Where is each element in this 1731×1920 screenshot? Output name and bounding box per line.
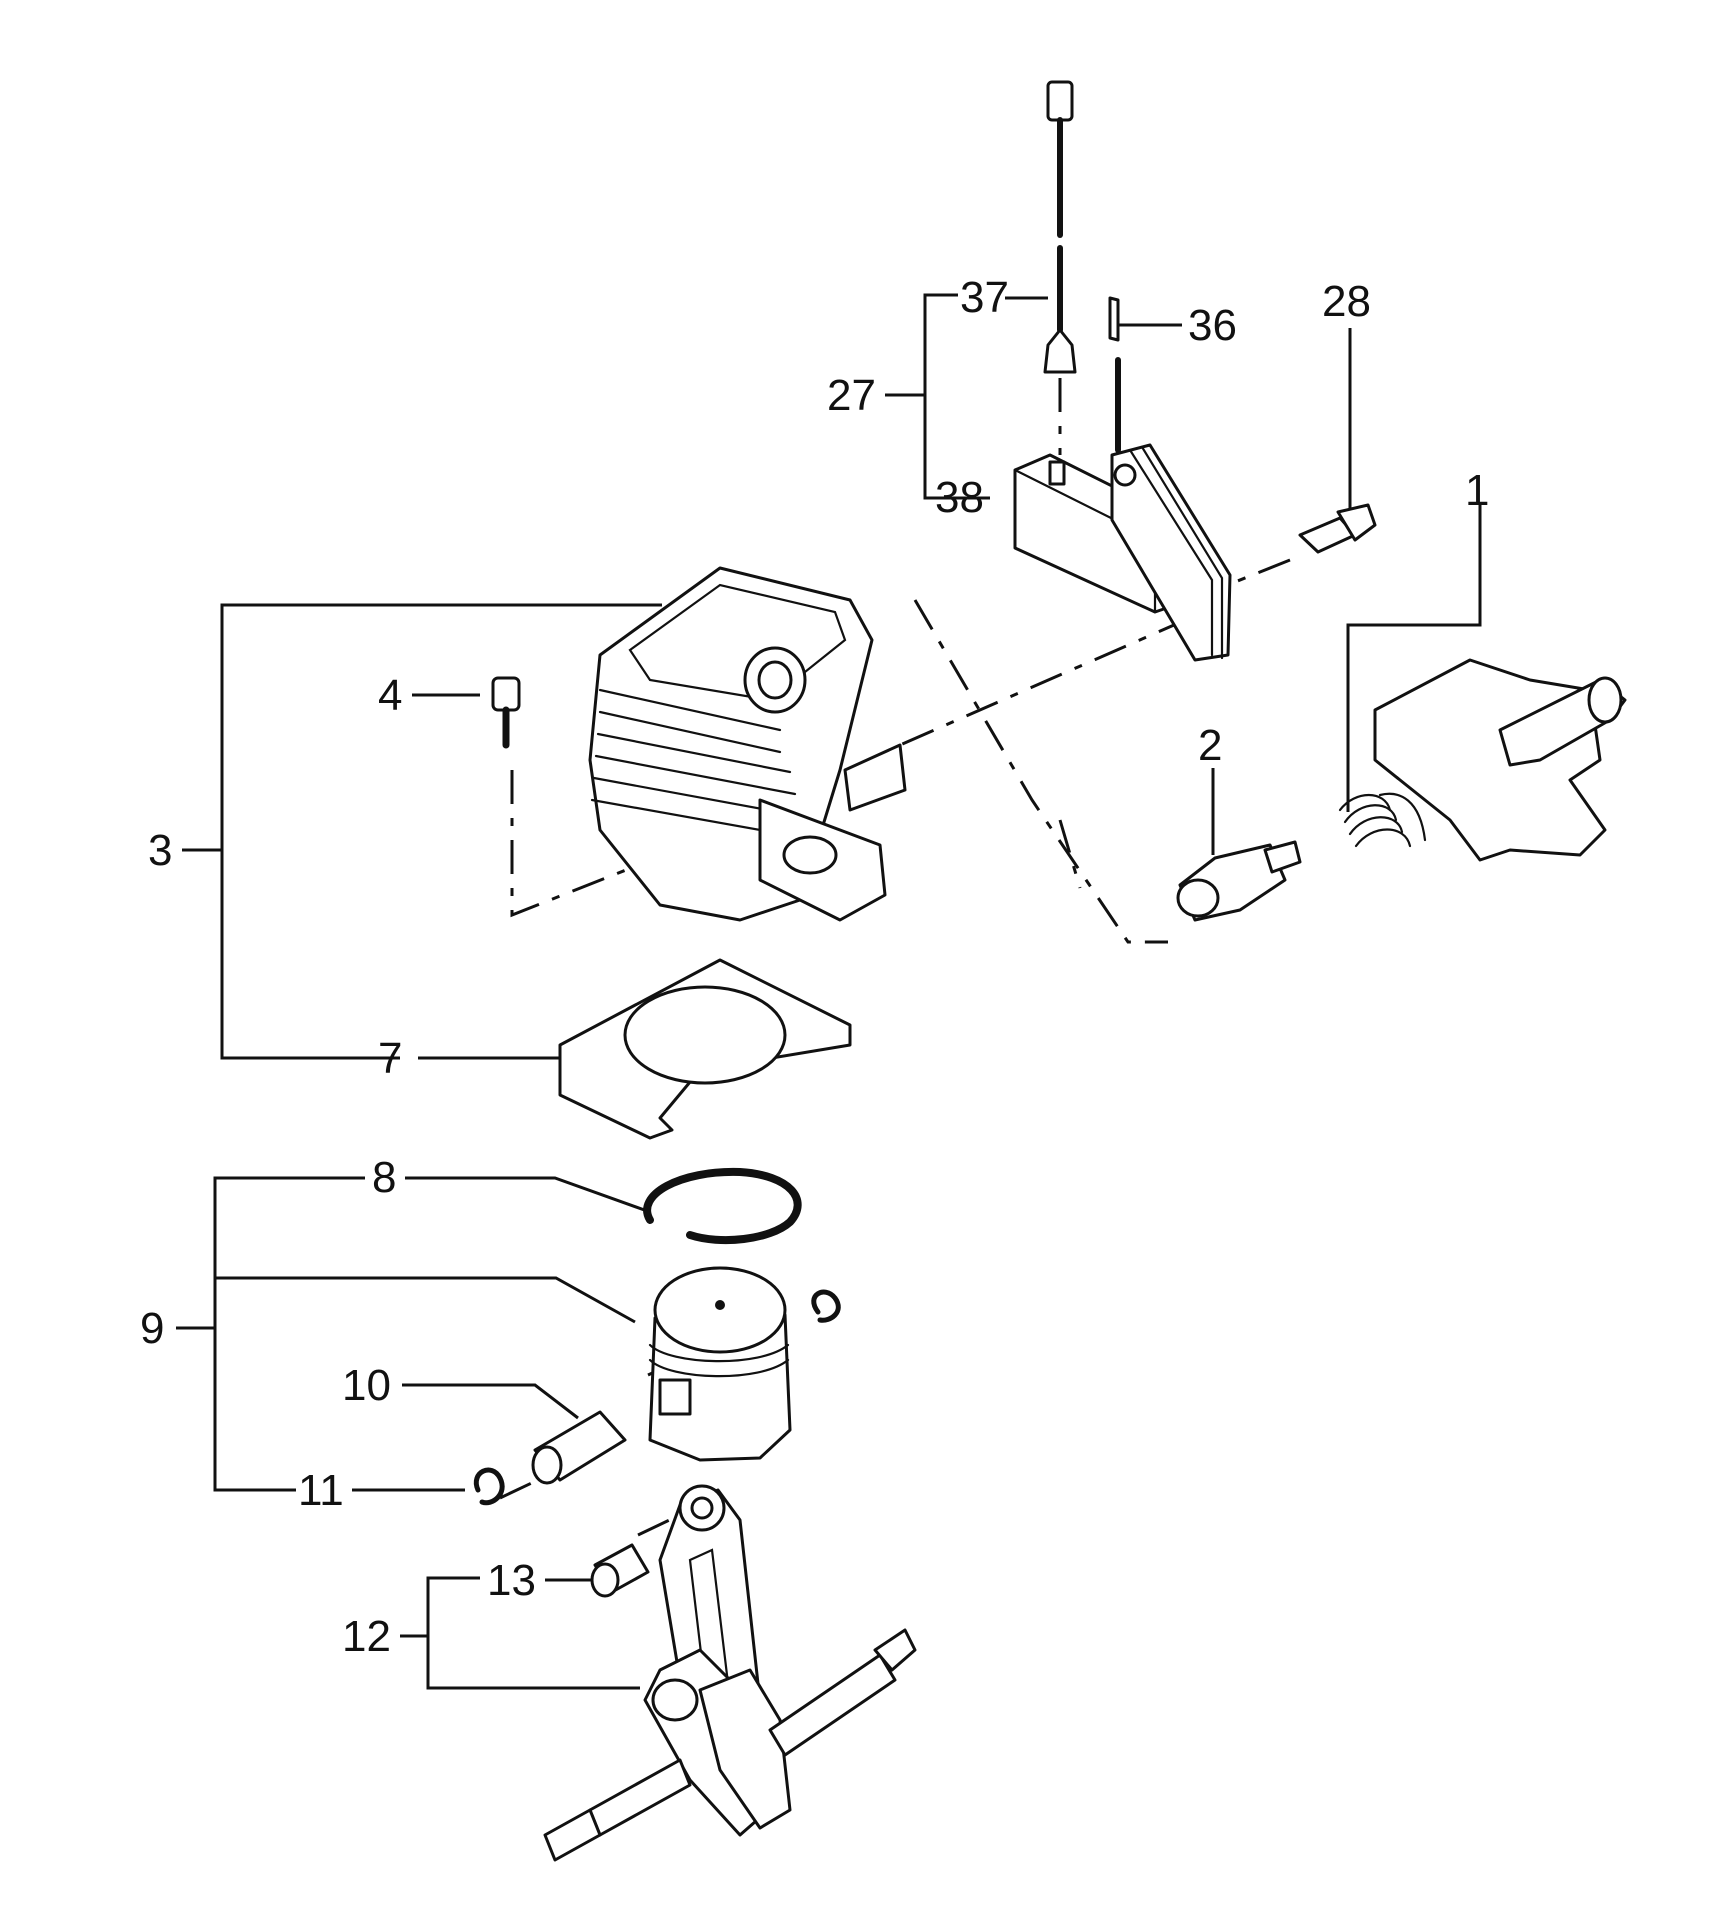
callout-27: 27: [827, 371, 876, 420]
spring: [1338, 792, 1427, 848]
piston-pin-clip: [473, 1467, 505, 1506]
callout-36: 36: [1188, 301, 1237, 350]
callout-1: 1: [1465, 466, 1489, 515]
spark-plug: [1176, 840, 1302, 922]
callout-7: 7: [378, 1034, 402, 1083]
callout-37: 37: [960, 273, 1009, 322]
piston-pin-clip-right: [811, 1289, 841, 1323]
leader-lines: [176, 293, 1482, 1690]
callout-13: 13: [487, 1556, 536, 1605]
spark-plug-wire: [1043, 80, 1077, 374]
callout-10: 10: [342, 1361, 391, 1410]
needle-bearing: [590, 1543, 650, 1598]
callout-labels: 1 2 3 4 7 8 9 10 11 12 13 27 28 36 37 38: [140, 273, 1489, 1661]
cylinder-gasket: [558, 958, 852, 1140]
piston-pin: [531, 1410, 627, 1485]
callout-28: 28: [1322, 277, 1371, 326]
coil-bolt: [1298, 503, 1377, 554]
callout-11: 11: [298, 1466, 344, 1515]
callout-12: 12: [342, 1612, 391, 1661]
callout-8: 8: [372, 1153, 396, 1202]
piston: [648, 1266, 792, 1462]
plug-cover: [1373, 658, 1627, 862]
callout-2: 2: [1198, 721, 1222, 770]
callout-4: 4: [378, 671, 402, 720]
callout-3: 3: [148, 826, 172, 875]
ignition-coil: [1013, 443, 1232, 662]
callout-38: 38: [935, 473, 984, 522]
cylinder: [588, 566, 907, 922]
cylinder-screw: [491, 676, 521, 749]
callout-9: 9: [140, 1304, 164, 1353]
terminal-clip: [1108, 296, 1121, 453]
crankshaft: [543, 1484, 917, 1862]
piston-ring: [643, 1167, 802, 1245]
